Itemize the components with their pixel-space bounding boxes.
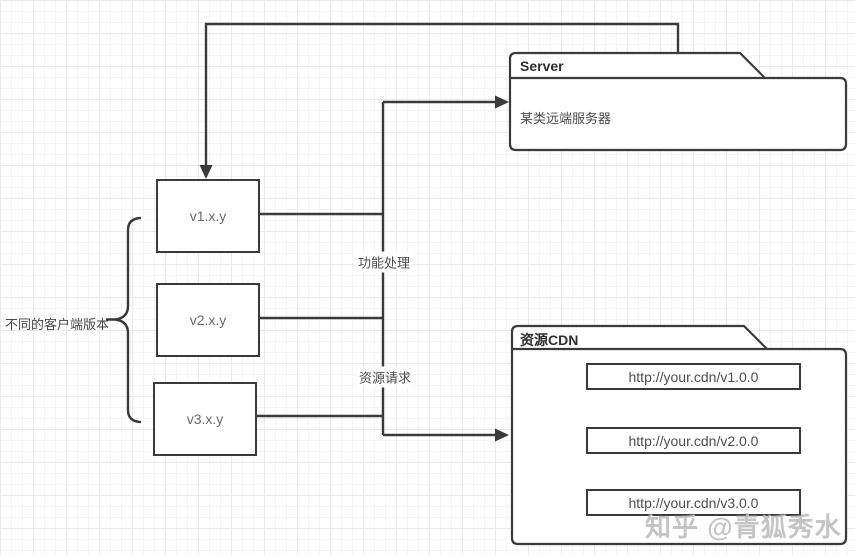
zhihu-watermark: 知乎 @青狐秀水 <box>645 512 842 542</box>
client-versions-label: 不同的客户端版本 <box>5 317 110 332</box>
node-cdn-url-v3: http://your.cdn/v3.0.0 <box>586 489 801 516</box>
arrowhead-right-server <box>495 95 509 109</box>
cdn-url-v1-label: http://your.cdn/v1.0.0 <box>628 368 759 385</box>
node-client-v2-label: v2.x.y <box>189 312 227 328</box>
edge-label-function: 功能处理 <box>354 251 414 273</box>
cdn-url-v2-label: http://your.cdn/v2.0.0 <box>628 432 759 449</box>
node-client-v3: v3.x.y <box>153 382 257 456</box>
edge-server-to-v1 <box>204 22 680 167</box>
brace-client-versions <box>105 216 142 424</box>
cdn-url-v3-label: http://your.cdn/v3.0.0 <box>628 494 759 511</box>
cdn-title: 资源CDN <box>520 332 579 348</box>
server-body-text: 某类远端服务器 <box>520 111 612 126</box>
node-client-v1: v1.x.y <box>156 179 260 253</box>
node-cdn-url-v1: http://your.cdn/v1.0.0 <box>586 363 801 390</box>
arrowhead-right-cdn <box>495 428 509 442</box>
node-client-v2: v2.x.y <box>156 283 260 357</box>
edge-label-resource: 资源请求 <box>355 366 415 388</box>
server-title: Server <box>520 58 564 74</box>
node-client-v1-label: v1.x.y <box>189 208 227 224</box>
node-cdn-url-v2: http://your.cdn/v2.0.0 <box>586 427 801 454</box>
arrowhead-down-v1 <box>199 165 213 179</box>
node-client-v3-label: v3.x.y <box>186 411 224 427</box>
